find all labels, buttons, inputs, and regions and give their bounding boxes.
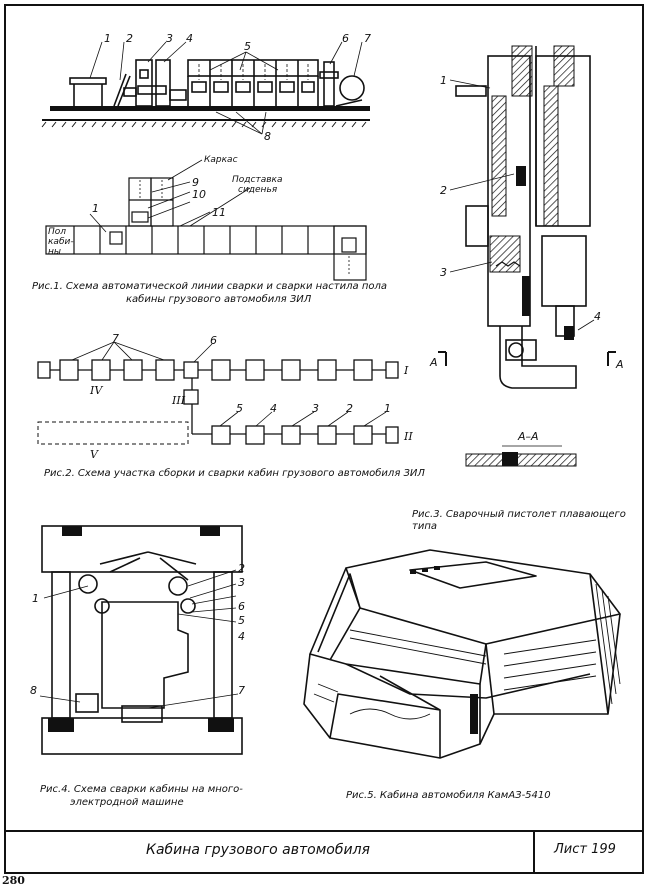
fig4-caption-line2: электродной машине [70, 797, 184, 808]
fig2-caption: Рис.2. Схема участка сборки и сварки каб… [44, 468, 425, 479]
fig1-label-pol-3: ны [48, 247, 61, 257]
fig2-callout-6: 6 [210, 334, 217, 347]
fig1-callout-11: 11 [212, 206, 226, 219]
fig4-callout-3: 3 [238, 576, 245, 589]
fig3-callout-4: 4 [594, 310, 601, 323]
fig1-caption-line1: Рис.1. Схема автоматической линии сварки… [32, 281, 387, 292]
fig5-caption: Рис.5. Кабина автомобиля КамАЗ-5410 [346, 790, 551, 801]
fig4-callout-4: 4 [238, 630, 245, 643]
fig4-caption-line1: Рис.4. Схема сварки кабины на много- [40, 784, 243, 795]
fig4-callout-5: 5 [238, 614, 245, 627]
fig4-callout-1: 1 [32, 592, 39, 605]
fig3-section-mark-right: А [615, 358, 624, 371]
title-block-divider [533, 832, 535, 872]
fig1-label-pol-2: каби- [48, 237, 74, 247]
fig2-callout-4: 4 [270, 402, 277, 415]
fig1-callout-4: 4 [186, 32, 193, 45]
fig1-caption-line2: кабины грузового автомобиля ЗИЛ [126, 294, 312, 305]
fig3-callout-3: 3 [440, 266, 447, 279]
fig1-label-podstavka-1: Подставка [232, 175, 282, 185]
fig2-callout-1: 1 [384, 402, 391, 415]
fig2-roman-1: I [403, 364, 409, 377]
fig2-drawing: 7 6 5 4 3 2 1 I II III IV V [37, 332, 413, 461]
fig1-callout-1-plan: 1 [92, 202, 99, 215]
fig2-callout-2: 2 [346, 402, 353, 415]
fig2-roman-2: II [403, 430, 413, 443]
fig1-callout-9: 9 [192, 176, 199, 189]
fig4-callout-6: 6 [238, 600, 245, 613]
drawing-sheet: 1 2 3 4 5 6 7 8 [4, 4, 644, 874]
fig4-callout-7: 7 [238, 684, 245, 697]
fig1-callout-8: 8 [264, 130, 271, 143]
fig2-roman-3: III [171, 394, 186, 407]
fig3-callout-2: 2 [440, 184, 447, 197]
fig3-caption: Рис.3. Сварочный пистолет плавающего тип… [412, 509, 626, 532]
fig4-callout-2: 2 [238, 562, 245, 575]
fig1-callout-10: 10 [192, 188, 206, 201]
fig5-cabin-drawing [303, 549, 621, 759]
fig2-roman-4: IV [89, 384, 103, 397]
fig1-callout-6: 6 [342, 32, 349, 45]
fig2-roman-5: V [90, 448, 99, 461]
fig2-callout-3: 3 [312, 402, 319, 415]
fig2-callout-7: 7 [112, 332, 119, 345]
fig4-drawing: 1 2 3 4 5 6 7 8 [30, 525, 245, 755]
fig3-drawing: 1 2 3 4 А А А–А [429, 45, 624, 467]
fig1-callout-1: 1 [104, 32, 111, 45]
page-number: 280 [2, 874, 25, 887]
fig3-section-mark-left: А [429, 356, 438, 369]
fig3-callout-1: 1 [440, 74, 447, 87]
fig1-drawing: 1 2 3 4 5 6 7 8 [41, 32, 371, 281]
fig1-callout-2: 2 [126, 32, 133, 45]
fig1-label-podstavka-2: сиденья [238, 185, 278, 195]
fig1-label-karkas: Каркас [204, 155, 238, 165]
title-block: Кабина грузового автомобиля Лист 199 [6, 830, 642, 872]
fig1-callout-3: 3 [166, 32, 173, 45]
fig2-callout-5: 5 [236, 402, 243, 415]
fig1-callout-7: 7 [364, 32, 371, 45]
fig1-label-pol-1: Пол [48, 227, 66, 237]
fig1-callout-5: 5 [244, 40, 251, 53]
fig4-callout-8: 8 [30, 684, 37, 697]
sheet-number: Лист 199 [554, 842, 616, 857]
fig3-section-title: А–А [517, 430, 539, 443]
sheet-title: Кабина грузового автомобиля [146, 842, 370, 858]
